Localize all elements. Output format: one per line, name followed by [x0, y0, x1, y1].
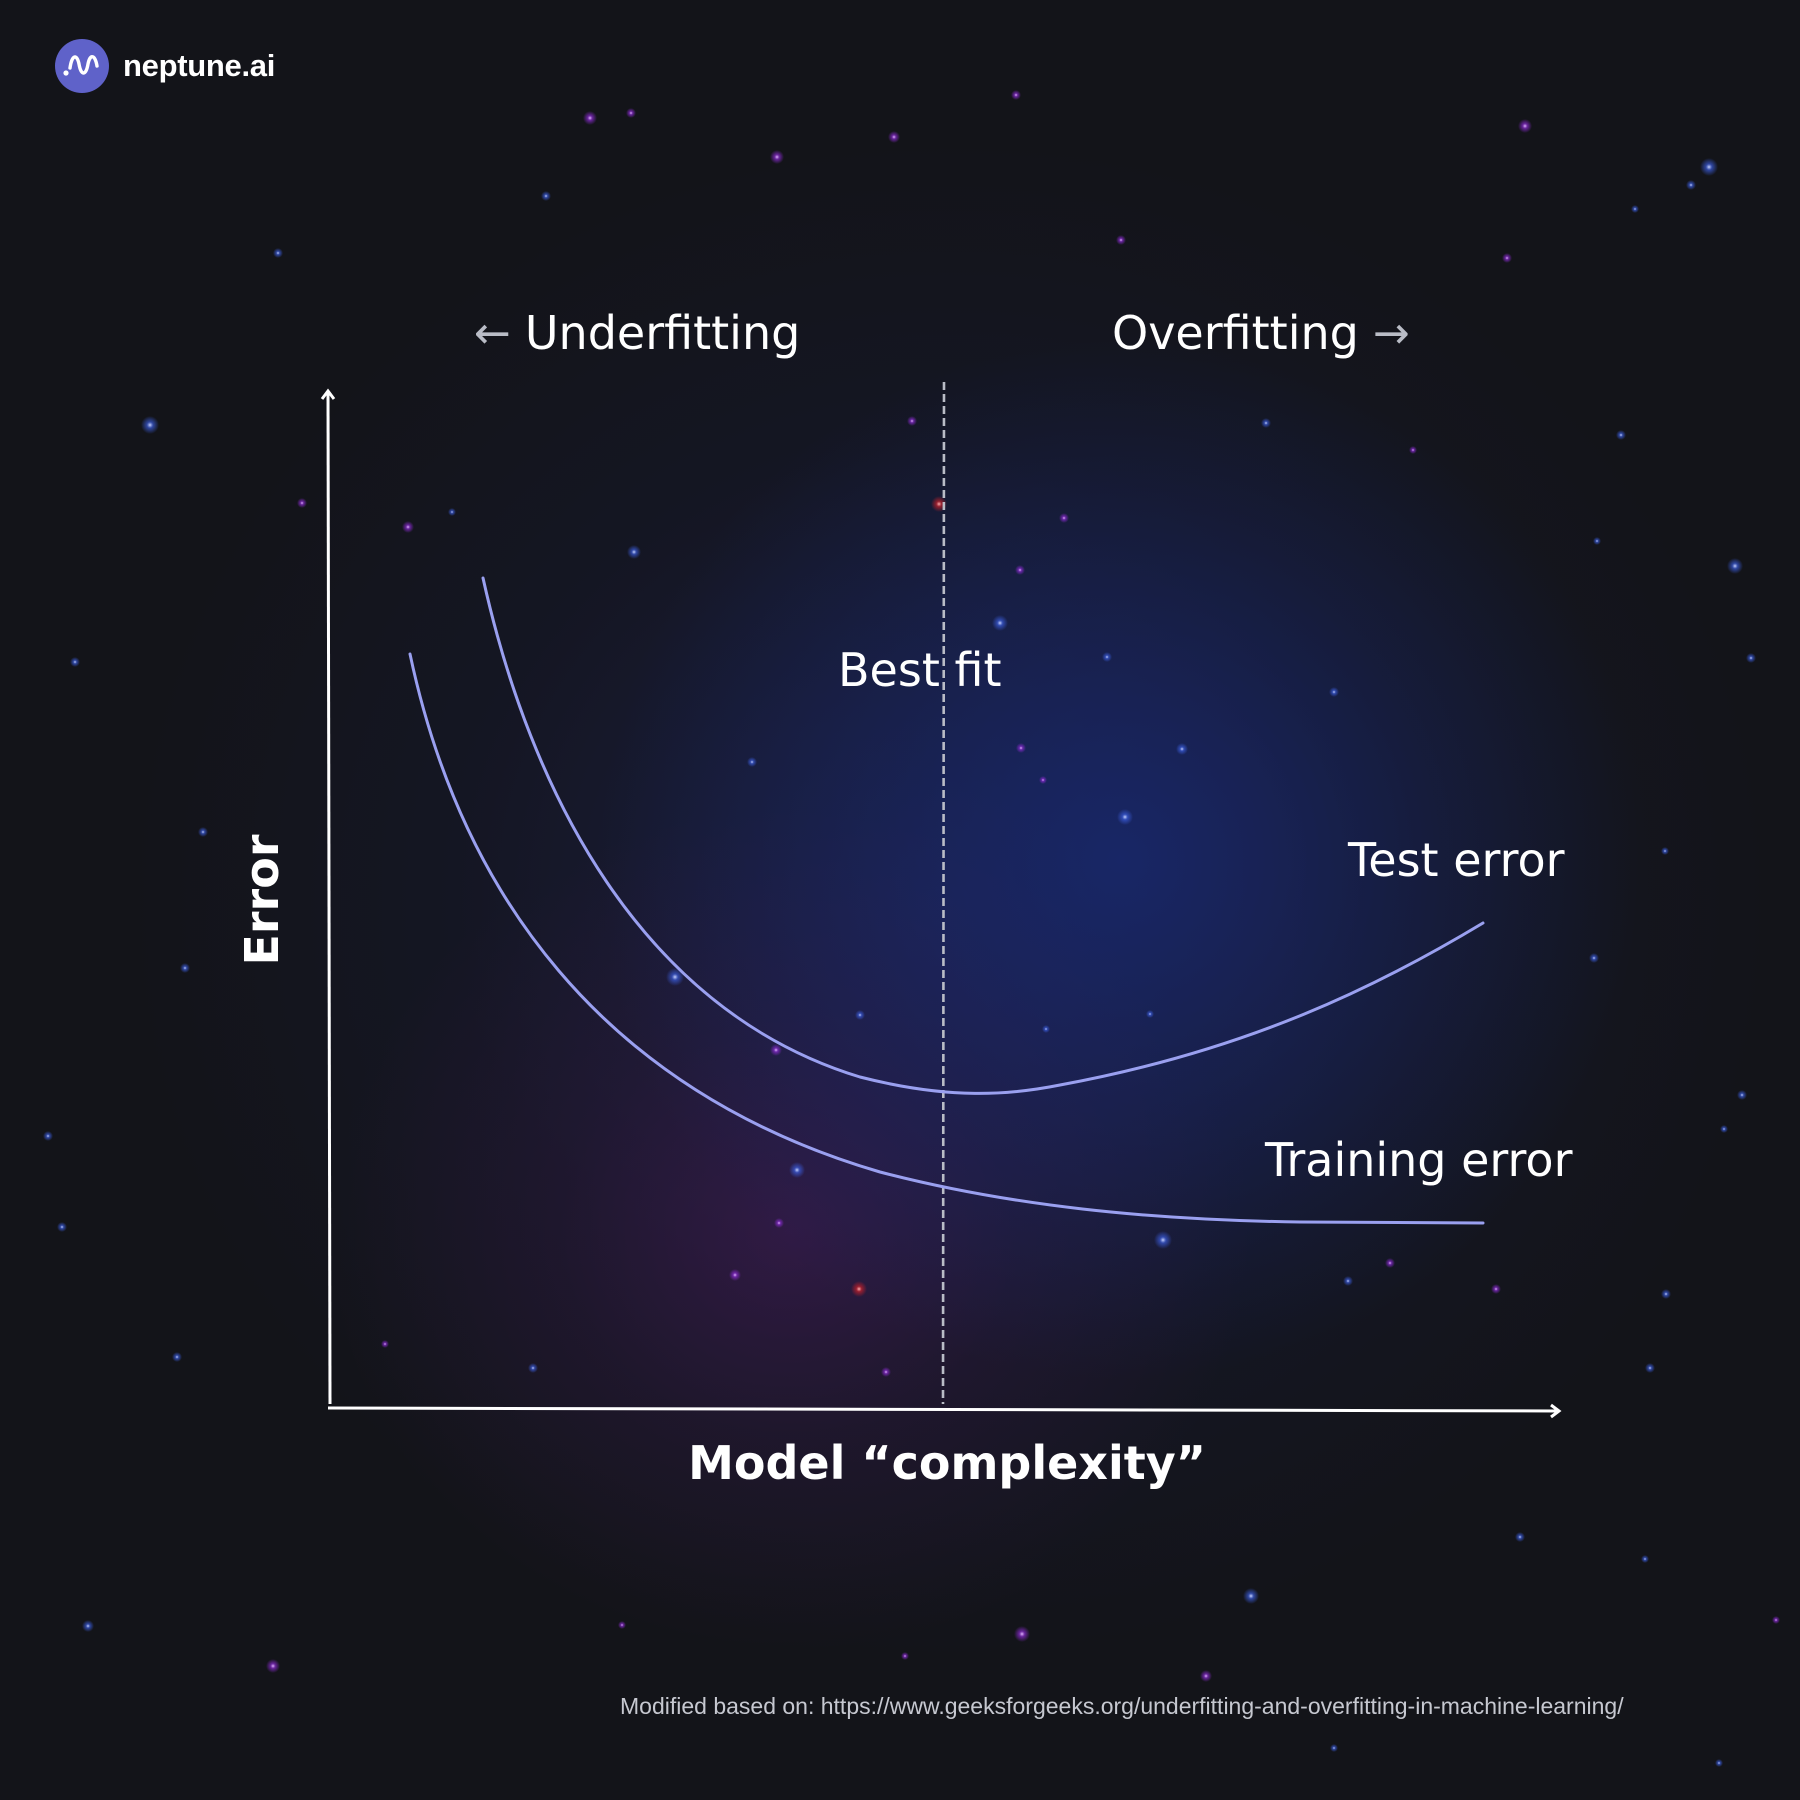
- best-fit-label: Best fit: [838, 643, 1002, 697]
- brand-name: neptune.ai: [123, 48, 276, 83]
- underfitting-label: ← Underfitting: [474, 306, 800, 360]
- test-error-label: Test error: [1348, 833, 1565, 887]
- y-axis: [320, 388, 336, 1405]
- brand-logo[interactable]: neptune.ai: [55, 39, 275, 93]
- underfitting-text: Underfitting: [524, 306, 801, 360]
- y-axis-label: Error: [235, 834, 289, 966]
- arrow-left-icon: ←: [474, 307, 511, 359]
- overfitting-label: Overfitting →: [1112, 306, 1410, 360]
- x-axis: [327, 1403, 1562, 1419]
- overfitting-text: Overfitting: [1112, 306, 1359, 360]
- stars: [43, 90, 1780, 1767]
- test-error-curve: [481, 576, 1485, 1095]
- x-axis-label: Model “complexity”: [688, 1436, 1206, 1490]
- source-caption: Modified based on: https://www.geeksforg…: [620, 1693, 1624, 1719]
- best-fit-divider: [941, 381, 946, 1405]
- wave-icon: [55, 39, 109, 93]
- arrow-right-icon: →: [1372, 307, 1410, 359]
- training-error-label: Training error: [1265, 1133, 1573, 1187]
- training-error-curve: [408, 652, 1485, 1225]
